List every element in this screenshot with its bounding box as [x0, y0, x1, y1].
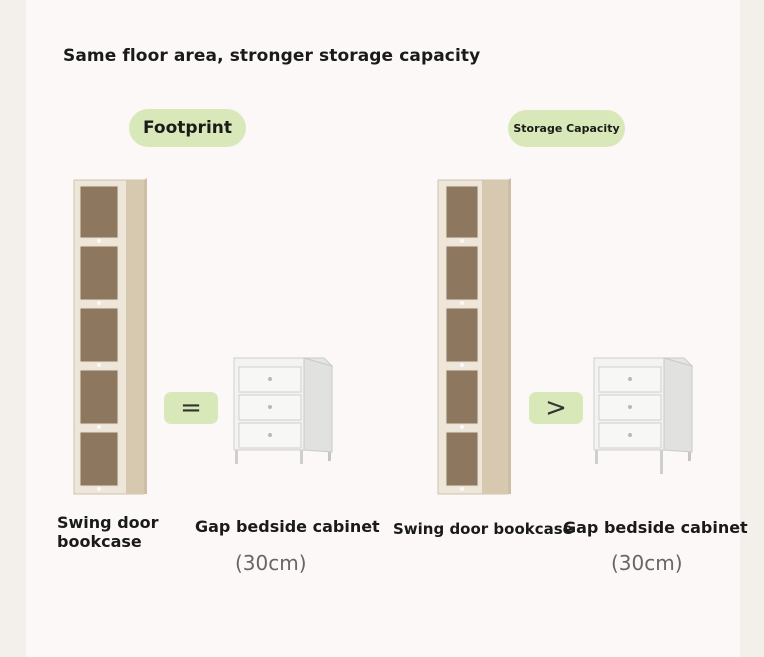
bookcase-label-left: Swing door bookcase [57, 513, 159, 551]
headline: Same floor area, stronger storage capaci… [63, 46, 481, 66]
gap-bedside-cabinet-image-left [232, 357, 334, 464]
dimension-label-left: (30cm) [235, 551, 307, 575]
dimension-label-right: (30cm) [611, 551, 683, 575]
swing-door-bookcase-image-right [437, 178, 511, 495]
greater-than-sign: > [529, 392, 583, 424]
storage-capacity-pill: Storage Capacity [508, 110, 625, 147]
cabinet-label-left: Gap bedside cabinet [195, 517, 380, 536]
swing-door-bookcase-image-left [73, 178, 147, 495]
cabinet-label-right: Gap bedside cabinet [563, 518, 748, 537]
footprint-pill: Footprint [129, 109, 246, 147]
bookcase-label-right: Swing door bookcase [393, 520, 573, 538]
gap-bedside-cabinet-image-right [592, 357, 694, 474]
equal-sign: = [164, 392, 218, 424]
